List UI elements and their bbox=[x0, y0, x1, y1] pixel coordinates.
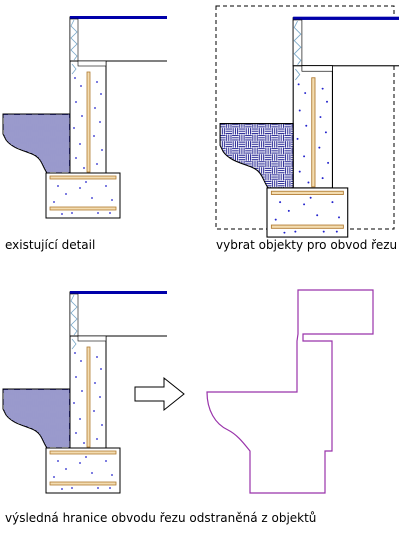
existing-detail-drawing bbox=[2, 16, 167, 221]
caption-result-boundary: výsledná hranice obvodu řezu odstraněná … bbox=[5, 511, 317, 525]
selected-detail-drawing bbox=[215, 5, 395, 230]
right-arrow-icon bbox=[134, 376, 185, 412]
cut-boundary-outline bbox=[206, 289, 374, 494]
caption-existing-detail: existující detail bbox=[5, 238, 96, 252]
caption-select-objects: vybrat objekty pro obvod řezu bbox=[216, 238, 398, 252]
